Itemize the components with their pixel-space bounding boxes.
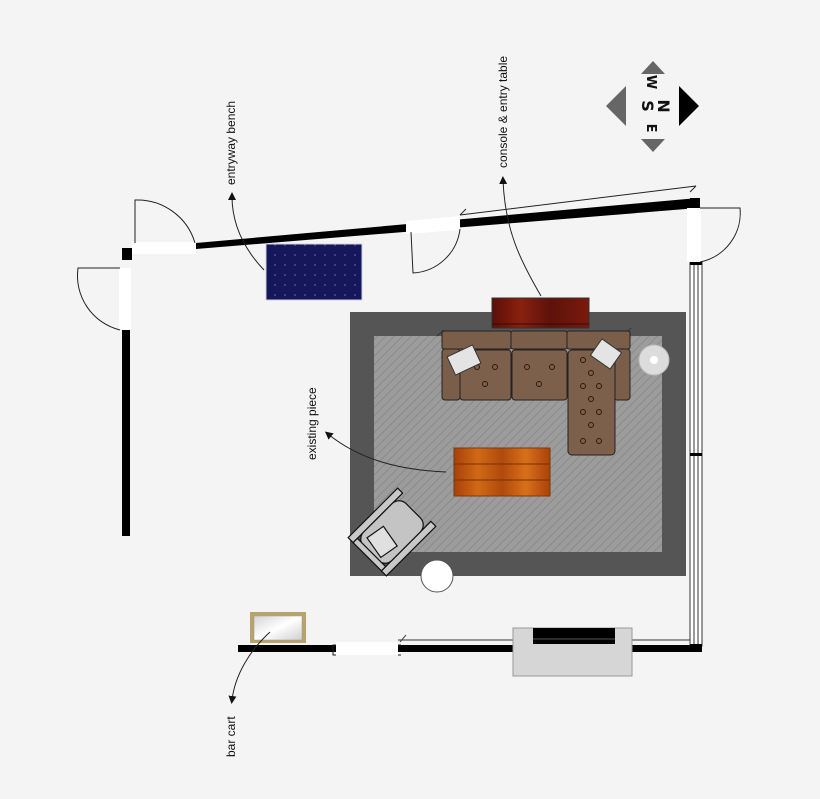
compass-north: N xyxy=(654,99,673,112)
coffee-table[interactable] xyxy=(453,447,551,497)
compass-west: W xyxy=(643,75,658,89)
compass-east: E xyxy=(643,124,658,133)
door-right[interactable] xyxy=(687,207,741,263)
label-entryway-bench: entryway bench xyxy=(224,101,238,185)
side-table-round[interactable] xyxy=(638,344,670,376)
wall-bottom-left xyxy=(238,645,336,652)
arrow-bar-cart xyxy=(228,631,271,704)
armchair-pillow[interactable] xyxy=(366,525,399,559)
armchair[interactable] xyxy=(347,487,437,577)
pillow-left[interactable] xyxy=(446,344,482,376)
wall-left xyxy=(122,330,130,536)
door-bottom[interactable] xyxy=(332,634,407,656)
arrow-down-icon xyxy=(641,139,665,152)
compass-south: S xyxy=(638,100,657,112)
arrow-up-icon xyxy=(641,61,665,74)
side-table-white[interactable] xyxy=(420,559,454,593)
bar-cart[interactable] xyxy=(250,612,306,643)
fireplace[interactable] xyxy=(512,627,633,677)
sofa-tufts xyxy=(474,357,602,444)
entryway-bench[interactable] xyxy=(265,243,363,301)
pillow-right[interactable] xyxy=(589,338,623,370)
arrow-console-table xyxy=(499,176,542,297)
label-bar-cart: bar cart xyxy=(224,716,238,757)
compass: W N S E xyxy=(606,61,699,152)
label-console-table: console & entry table xyxy=(496,56,510,168)
arrow-existing-piece xyxy=(324,431,447,473)
door-left[interactable] xyxy=(77,267,131,331)
console-table[interactable] xyxy=(491,297,590,329)
arrow-left-icon xyxy=(606,86,626,126)
sectional-sofa[interactable] xyxy=(436,327,632,456)
arrow-entryway-bench xyxy=(228,192,265,271)
door-top-middle[interactable] xyxy=(406,216,461,274)
arrow-right-icon xyxy=(679,86,699,126)
label-existing-piece: existing piece xyxy=(305,387,319,460)
annotation-arrows xyxy=(228,176,542,704)
door-top-left[interactable] xyxy=(132,199,196,254)
